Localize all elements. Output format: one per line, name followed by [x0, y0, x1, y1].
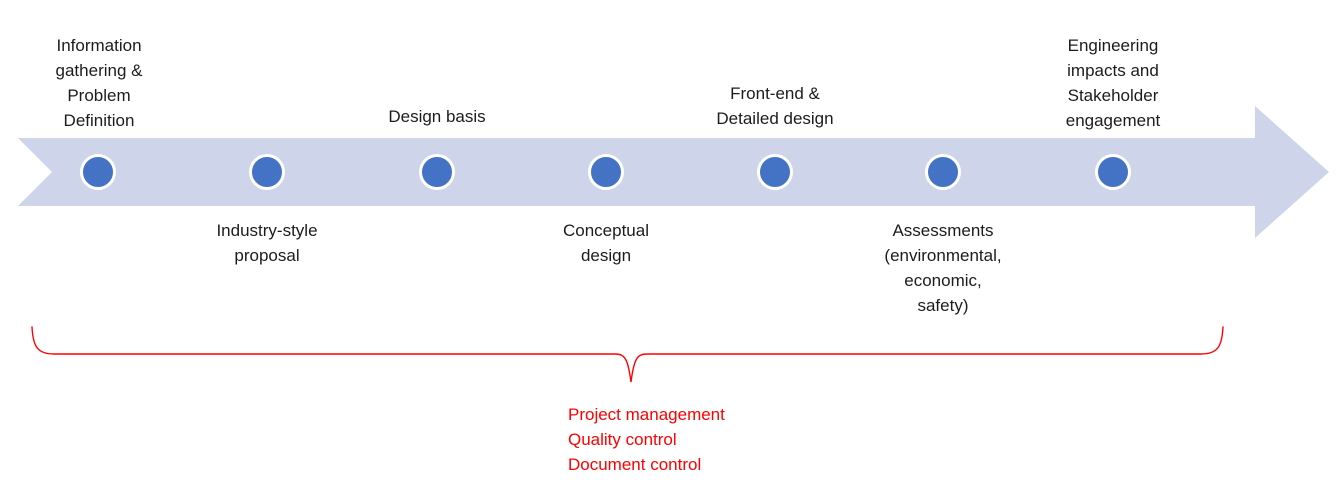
- milestone-dot-5: [757, 154, 793, 190]
- management-annotation-text: Project management Quality control Docum…: [568, 405, 725, 474]
- milestone-dot-7: [1095, 154, 1131, 190]
- milestone-dot-4: [588, 154, 624, 190]
- milestone-label-conceptual-design: Conceptual design: [562, 221, 650, 265]
- milestone-label-front-end-detailed-design: Front-end & Detailed design: [716, 84, 834, 128]
- milestone-label-engineering-stakeholder: Engineering impacts and Stakeholder enga…: [1065, 36, 1161, 130]
- milestone-label-assessments: Assessments (environmental, economic, sa…: [884, 221, 1002, 315]
- timeline-arrow-shape: [18, 106, 1329, 238]
- milestone-dot-6: [925, 154, 961, 190]
- milestone-dot-2: [249, 154, 285, 190]
- milestone-label-design-basis: Design basis: [388, 107, 486, 126]
- milestone-dot-3: [419, 154, 455, 190]
- milestone-label-industry-proposal: Industry-style proposal: [216, 221, 318, 265]
- curly-brace: [31, 326, 1224, 383]
- milestone-dot-1: [80, 154, 116, 190]
- milestone-label-information-gathering: Information gathering & Problem Definiti…: [55, 36, 143, 130]
